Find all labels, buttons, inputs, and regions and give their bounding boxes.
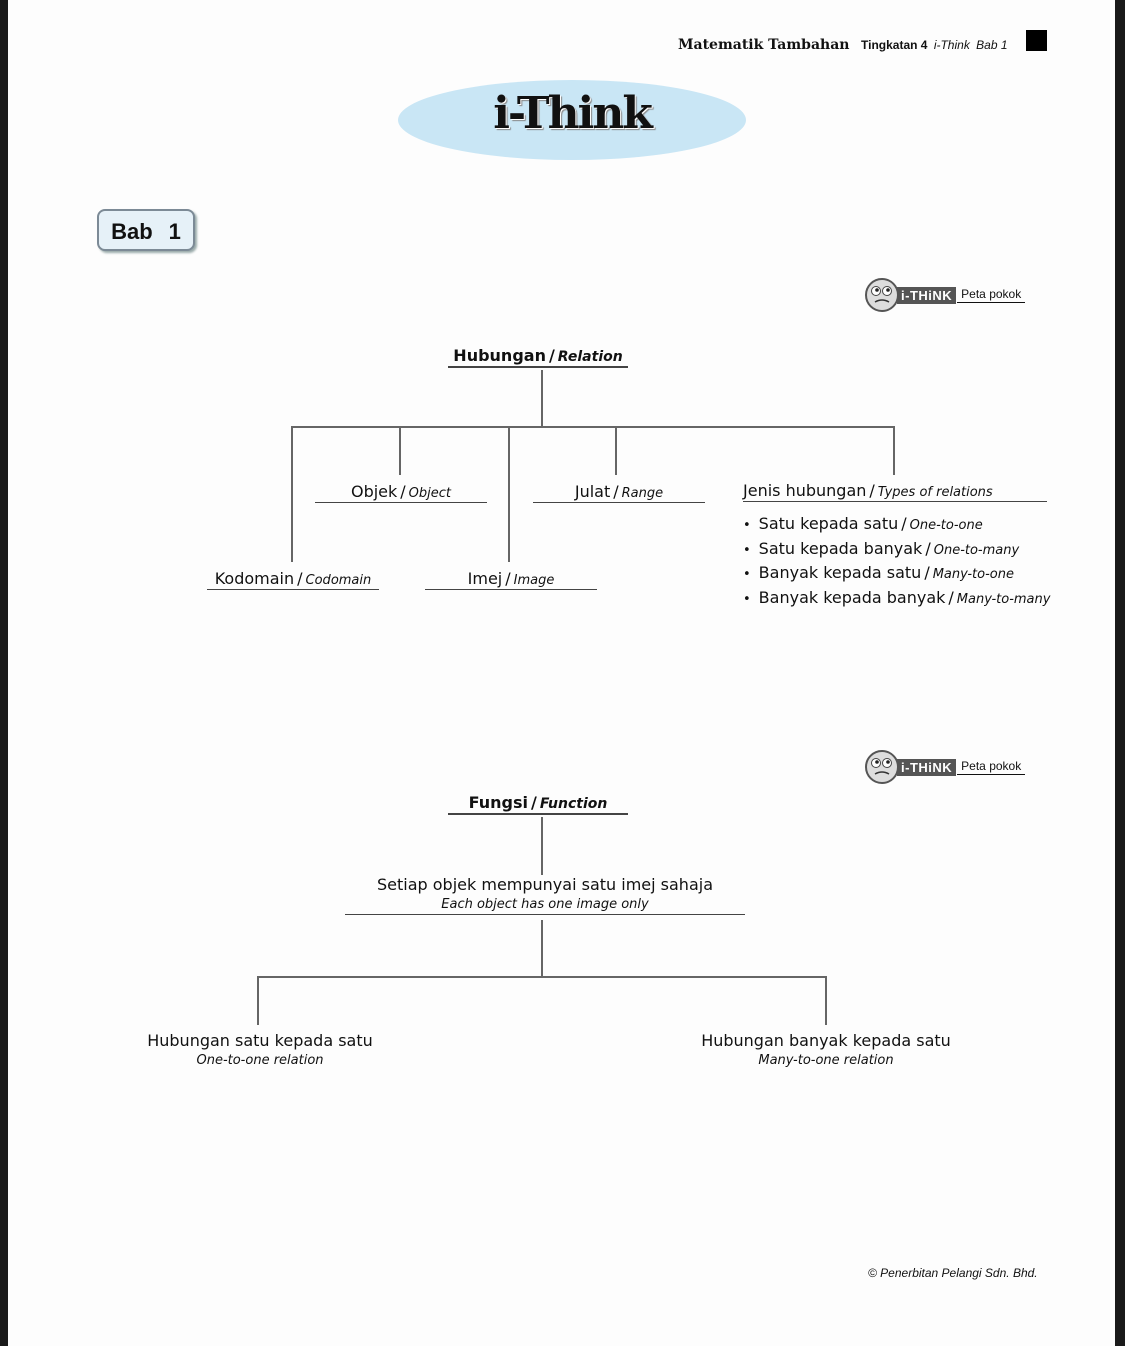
connector-line <box>257 976 827 978</box>
relation-image-node: Imej/Image <box>425 569 597 590</box>
page-title: i-Think <box>493 88 653 139</box>
separator: / <box>548 346 555 365</box>
connector-line <box>825 977 827 1025</box>
function-definition-node: Setiap objek mempunyai satu imej sahaja … <box>345 875 745 915</box>
ithink-tag: i-THiNK <box>897 286 957 304</box>
function-one-to-one-node: Hubungan satu kepada satu One-to-one rel… <box>120 1031 400 1068</box>
types-label: Jenis hubungan <box>743 481 867 500</box>
types-en: Types of relations <box>877 485 993 500</box>
image-label: Imej <box>467 569 503 588</box>
separator: / <box>297 569 303 588</box>
header-form-info: Tingkatan 4 i-Think Bab 1 <box>861 38 1008 52</box>
codomain-label: Kodomain <box>214 569 295 588</box>
relation-codomain-node: Kodomain/Codomain <box>207 569 379 590</box>
separator: / <box>925 538 931 558</box>
type-label: Banyak kepada banyak <box>758 587 946 607</box>
separator: / <box>400 482 406 501</box>
chapter-label: Bab <box>111 219 153 244</box>
list-item: Banyak kepada satu/Many-to-one <box>743 562 1050 587</box>
page-marker-block <box>1026 30 1047 51</box>
separator: / <box>901 514 907 533</box>
connector-line <box>541 817 543 875</box>
function-many-to-one-node: Hubungan banyak kepada satu Many-to-one … <box>676 1031 976 1068</box>
object-label: Objek <box>350 482 398 501</box>
function-root-label: Fungsi <box>468 793 528 812</box>
function-root-node: Fungsi/Function <box>448 793 628 815</box>
connector-line <box>541 370 543 427</box>
list-item: Satu kepada satu/One-to-one <box>743 513 1050 538</box>
ithink-badge: i-THiNK Peta pokok <box>865 278 1026 312</box>
thinking-face-icon <box>865 750 899 784</box>
one-to-one-en: One-to-one relation <box>196 1053 324 1068</box>
object-en: Object <box>408 486 452 501</box>
separator: / <box>530 793 537 812</box>
relation-types-node: Jenis hubungan/Types of relations <box>743 481 1047 502</box>
type-en: Many-to-many <box>956 591 1051 607</box>
function-root-en: Function <box>539 796 608 812</box>
separator: / <box>613 482 619 501</box>
definition-en: Each object has one image only <box>441 897 649 912</box>
relation-range-node: Julat/Range <box>533 482 705 503</box>
range-label: Julat <box>574 482 611 501</box>
separator: / <box>869 481 875 500</box>
many-to-one-label: Hubungan banyak kepada satu <box>701 1031 951 1050</box>
copyright-notice: © Penerbitan Pelangi Sdn. Bhd. <box>868 1266 1038 1280</box>
separator: / <box>505 569 511 588</box>
type-label: Banyak kepada satu <box>758 563 922 582</box>
relation-root-en: Relation <box>557 349 623 365</box>
many-to-one-en: Many-to-one relation <box>758 1053 894 1068</box>
one-to-one-label: Hubungan satu kepada satu <box>147 1031 373 1050</box>
type-en: One-to-many <box>933 542 1020 558</box>
type-en: One-to-one <box>909 518 983 533</box>
header-form: Tingkatan 4 <box>861 38 928 52</box>
header-book-title: Matematik Tambahan <box>678 37 850 53</box>
list-item: Satu kepada banyak/One-to-many <box>743 538 1050 563</box>
thinking-face-icon <box>865 278 899 312</box>
relation-object-node: Objek/Object <box>315 482 487 503</box>
connector-line <box>541 920 543 977</box>
image-en: Image <box>513 573 555 588</box>
title-banner <box>398 80 746 160</box>
type-label: Satu kepada satu <box>758 514 899 533</box>
page: Matematik Tambahan Tingkatan 4 i-Think B… <box>8 0 1115 1346</box>
chapter-number: 1 <box>168 219 181 244</box>
separator: / <box>924 563 930 582</box>
connector-line <box>615 427 617 475</box>
relation-root-node: Hubungan/Relation <box>448 346 628 368</box>
header-section: i-Think <box>933 38 970 52</box>
range-en: Range <box>621 486 664 501</box>
codomain-en: Codomain <box>305 573 372 588</box>
map-type-label: Peta pokok <box>957 759 1026 775</box>
definition-label: Setiap objek mempunyai satu imej sahaja <box>377 875 713 894</box>
ithink-tag: i-THiNK <box>897 758 957 776</box>
map-type-label: Peta pokok <box>957 287 1026 303</box>
separator: / <box>948 587 954 607</box>
list-item: Banyak kepada banyak/Many-to-many <box>743 587 1051 612</box>
relation-root-label: Hubungan <box>453 346 546 365</box>
relation-types-list: Satu kepada satu/One-to-one Satu kepada … <box>743 513 1051 612</box>
header-chapter: Bab 1 <box>976 38 1008 52</box>
connector-line <box>508 427 510 562</box>
connector-line <box>893 427 895 475</box>
connector-line <box>399 427 401 475</box>
chapter-badge: Bab 1 <box>97 209 195 251</box>
connector-line <box>257 977 259 1025</box>
ithink-badge: i-THiNK Peta pokok <box>865 750 1026 784</box>
type-en: Many-to-one <box>932 567 1014 582</box>
connector-line <box>291 427 293 562</box>
connector-line <box>291 426 895 428</box>
type-label: Satu kepada banyak <box>758 538 923 558</box>
